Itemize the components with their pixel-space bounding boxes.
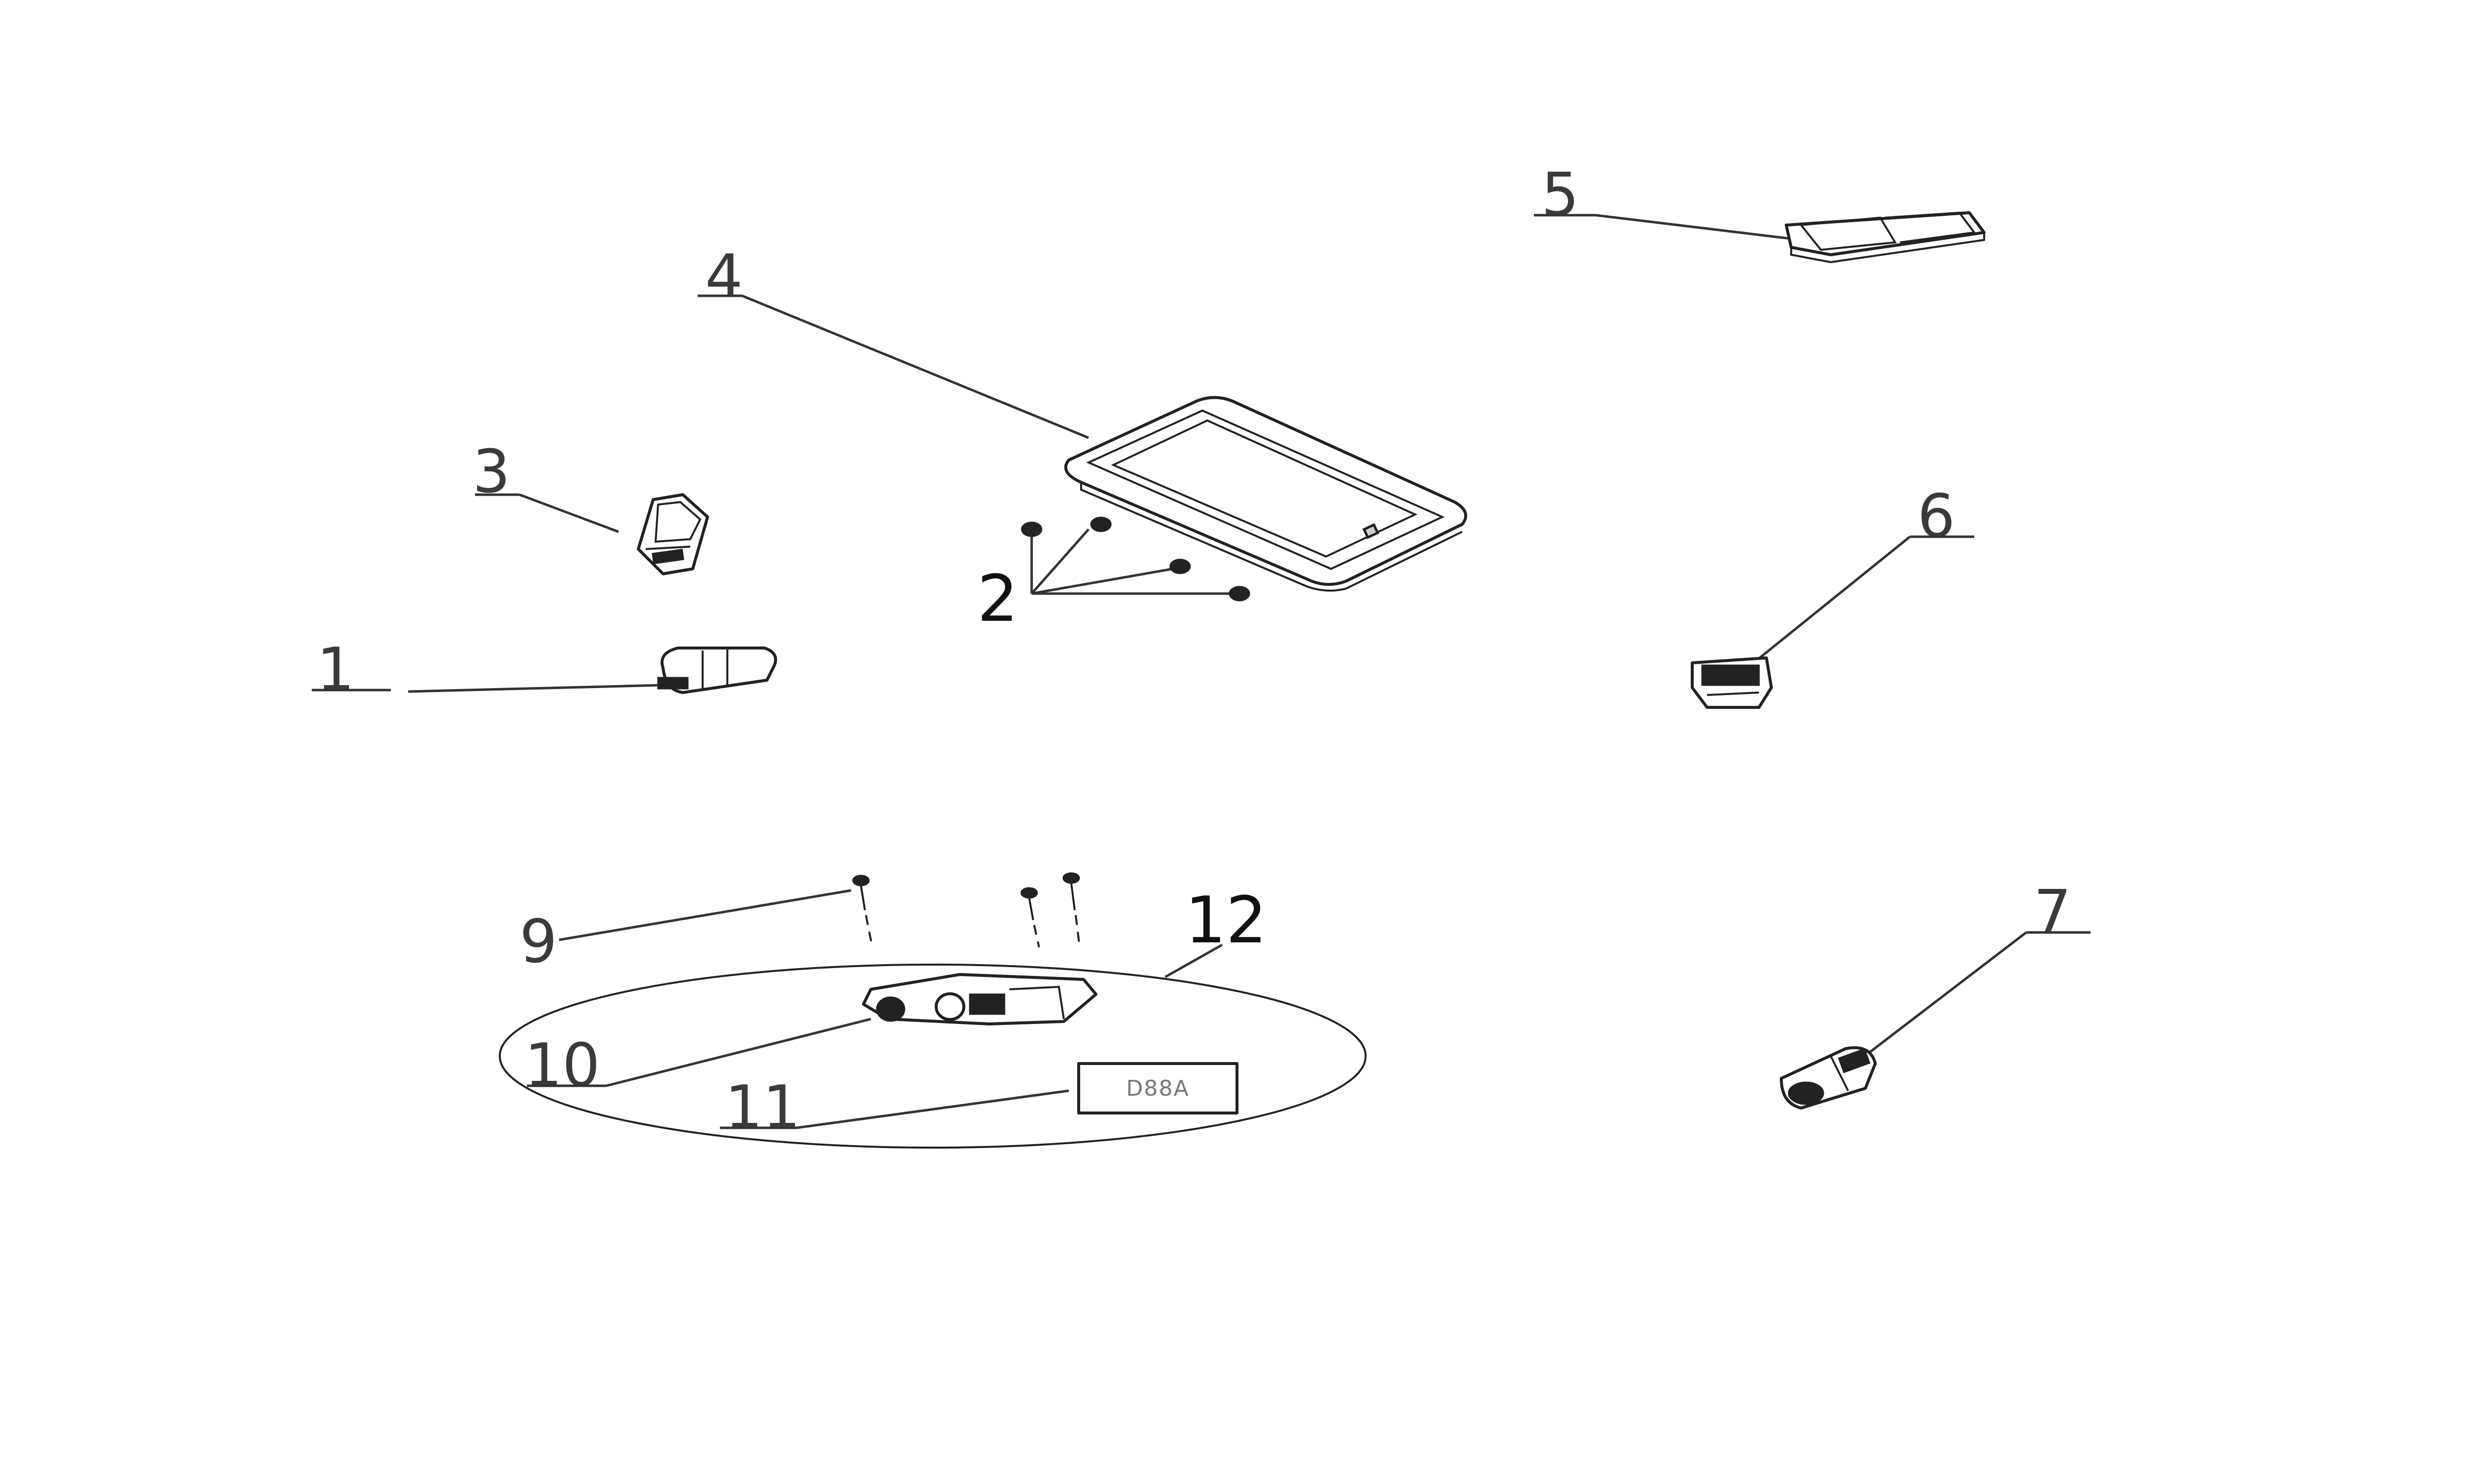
part-12-assembly-outline bbox=[499, 964, 1367, 1149]
part-4-display-frame bbox=[1064, 396, 1468, 592]
leader-5 bbox=[1595, 214, 1802, 241]
callout-4: 4 bbox=[705, 242, 743, 311]
leader-2-group bbox=[1030, 528, 1230, 595]
callout-10: 10 bbox=[524, 1031, 600, 1100]
callout-12: 12 bbox=[1185, 882, 1267, 958]
callout-6: 6 bbox=[1917, 482, 1955, 551]
part-11-label-tag: D88A bbox=[1077, 1062, 1238, 1114]
callout-5: 5 bbox=[1541, 161, 1579, 230]
part-2-screws bbox=[1021, 516, 1250, 602]
leader-3 bbox=[519, 493, 619, 533]
part-10-bracket bbox=[862, 973, 1097, 1025]
part-9-screws bbox=[852, 872, 1081, 948]
leader-11 bbox=[796, 1089, 1069, 1129]
leader-7 bbox=[1867, 931, 2027, 1055]
part-3-switch-panel bbox=[637, 493, 709, 575]
leader-10 bbox=[606, 1018, 871, 1087]
part-7-sensor-plug bbox=[1780, 1046, 1877, 1110]
callout-3: 3 bbox=[473, 438, 510, 507]
leader-6 bbox=[1756, 536, 1911, 661]
leader-1 bbox=[408, 684, 664, 693]
callout-1: 1 bbox=[317, 636, 354, 704]
callout-2: 2 bbox=[977, 561, 1018, 636]
leader-9 bbox=[559, 889, 852, 941]
part-6-connector bbox=[1691, 656, 1773, 709]
part-1-round-switch bbox=[657, 647, 777, 694]
callout-9: 9 bbox=[520, 908, 557, 976]
callout-7: 7 bbox=[2034, 878, 2071, 947]
callout-11: 11 bbox=[725, 1073, 801, 1142]
part-5-rocker-switch bbox=[1785, 211, 1986, 264]
leader-4 bbox=[742, 294, 1089, 439]
tag-text: D88A bbox=[1126, 1076, 1189, 1101]
leader-12 bbox=[1164, 943, 1223, 978]
